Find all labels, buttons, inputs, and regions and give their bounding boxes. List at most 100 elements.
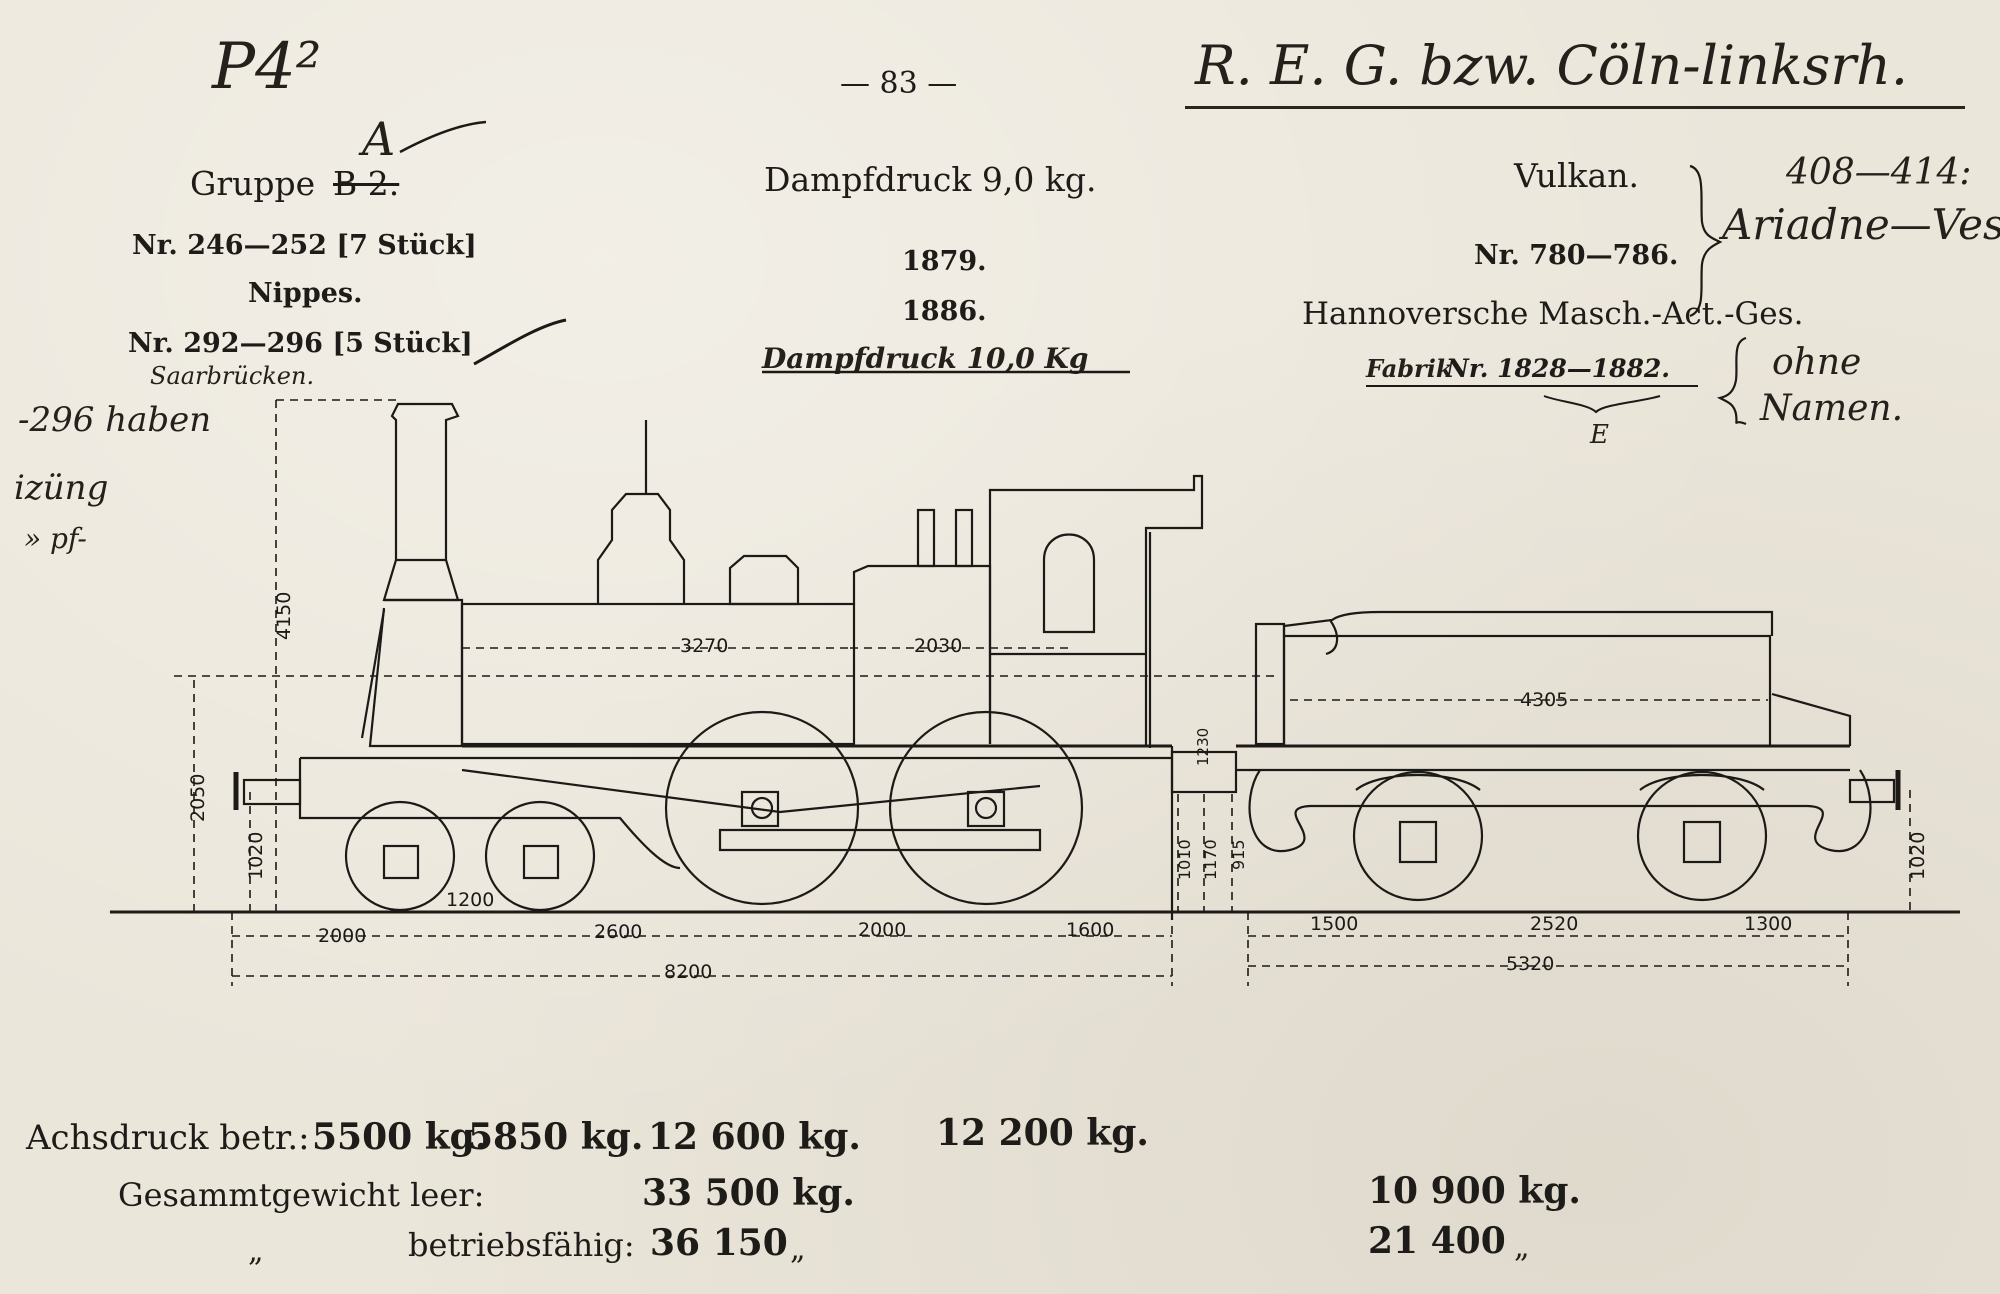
achsdruck-label: Achsdruck betr.: xyxy=(26,1118,310,1158)
rear-buffer xyxy=(1848,778,1896,804)
dim-boiler-len: 3270 xyxy=(680,635,728,657)
steam-pressure: Dampfdruck 9,0 kg. xyxy=(764,160,1097,199)
betrieb-loco: 36 150 xyxy=(650,1222,788,1264)
dim-rear-overhang: 1600 xyxy=(1066,919,1114,941)
tender-frame-scroll xyxy=(1248,769,1872,853)
tender-spring-rear xyxy=(1639,773,1765,791)
safety-valve-1 xyxy=(916,508,936,568)
margin-note-3: » pf- xyxy=(24,522,87,555)
fabrik-numbers: Nr. 1828—1882. xyxy=(1446,354,1670,383)
boiler xyxy=(460,602,856,746)
dim-firebox-len: 2030 xyxy=(914,635,962,657)
railway-note: R. E. G. bzw. Cöln-linksrh. xyxy=(1195,34,1909,97)
dim-height-total: 4150 xyxy=(273,592,295,640)
fabrik-prefix: Fabrik xyxy=(1366,354,1453,383)
ditto-3: „ xyxy=(1514,1230,1530,1265)
note-names: Ariadne—Vest xyxy=(1722,200,2000,249)
name-nippes: Nippes. xyxy=(248,278,363,309)
leer-label: Gesammtgewicht leer: xyxy=(118,1176,485,1214)
hub-2 xyxy=(974,796,998,820)
hub-1 xyxy=(750,796,774,820)
sand-dome xyxy=(728,554,800,606)
front-buffer xyxy=(242,778,302,806)
ditto-1: „ xyxy=(248,1234,264,1269)
tender-toolbox xyxy=(1254,622,1286,746)
axlebox-2 xyxy=(966,790,1006,828)
frame-front xyxy=(298,758,681,870)
brace-right-bottom xyxy=(1716,336,1747,426)
achsdruck-3: 12 600 kg. xyxy=(648,1116,861,1158)
dim-wheel-base-2: 2000 xyxy=(858,919,906,941)
vulkan-numbers: Nr. 780—786. xyxy=(1474,240,1679,271)
leer-loco: 33 500 kg. xyxy=(642,1172,855,1214)
numbers-nippes: Nr. 246—252 [7 Stück] xyxy=(132,230,477,261)
note-ohne: ohne xyxy=(1772,342,1862,383)
year-1886: 1886. xyxy=(902,296,987,327)
dim-buffer-height: 2050 xyxy=(187,774,209,822)
builder-name: Hannoversche Masch.-Act.-Ges. xyxy=(1302,296,1804,332)
cab xyxy=(988,474,1204,746)
tender-coping xyxy=(1282,610,1774,636)
dim-frame-2: 1010 xyxy=(1175,839,1194,880)
driving-wheel-1 xyxy=(664,710,860,906)
tender-wheel-rear xyxy=(1636,770,1768,902)
dim-tender-total: 5320 xyxy=(1506,953,1554,975)
steam-dome xyxy=(596,492,686,604)
smokebox xyxy=(368,598,464,748)
margin-note-1: -296 haben xyxy=(18,400,212,440)
coupling-rod xyxy=(718,828,1042,852)
note-small-e: E xyxy=(1590,420,1609,450)
year-1879: 1879. xyxy=(902,246,987,277)
railway-note-underline xyxy=(1185,106,1965,109)
connecting-rod xyxy=(461,768,1041,814)
tender-handle xyxy=(1325,619,1339,656)
dim-loco-total: 8200 xyxy=(664,961,712,983)
gruppe-label: Gruppe xyxy=(190,164,316,203)
betrieb-tender: 21 400 xyxy=(1368,1220,1506,1262)
handwritten-pressure: Dampfdruck 10,0 Kg xyxy=(762,342,1089,375)
betrieb-label: betriebsfähig: xyxy=(408,1226,635,1264)
vulkan-name: Vulkan. xyxy=(1514,156,1639,195)
tender-rear-plate xyxy=(1771,692,1852,746)
tender-spring-front xyxy=(1355,773,1481,791)
dim-tender-2: 2520 xyxy=(1530,913,1578,935)
dim-tender-buffer: 1020 xyxy=(1907,832,1929,880)
bogie-axlebox-front xyxy=(382,844,420,880)
dim-frame-4: 915 xyxy=(1229,839,1248,870)
dim-frame-1: 1230 xyxy=(1194,728,1212,766)
page-number: — 83 — xyxy=(840,66,958,101)
dim-buffer-low: 1020 xyxy=(245,832,267,880)
driving-wheel-2 xyxy=(888,710,1084,906)
dim-tender-1: 1500 xyxy=(1310,913,1358,935)
numbers-second: Nr. 292—296 [5 Stück] xyxy=(128,328,473,359)
note-namen: Namen. xyxy=(1760,388,1904,429)
dim-wheel-base-1: 2600 xyxy=(594,921,642,943)
tender-wheel-front xyxy=(1352,770,1484,902)
flourish-left xyxy=(473,318,567,366)
bogie-axlebox-rear xyxy=(522,844,560,880)
flourish-fabrik xyxy=(1543,395,1661,414)
drawbar xyxy=(1170,750,1238,794)
note-numbers: 408—414: xyxy=(1786,152,1972,193)
bogie-wheel-front xyxy=(344,800,456,912)
brace-right-top xyxy=(1689,164,1723,318)
dim-front-overhang: 2000 xyxy=(318,925,366,947)
flourish-gruppe xyxy=(399,120,487,154)
tender-axlebox-rear xyxy=(1682,820,1722,864)
class-mark: P4² xyxy=(212,30,322,104)
achsdruck-2: 5850 kg. xyxy=(468,1116,644,1158)
gruppe-new: A xyxy=(362,112,396,166)
ditto-2: „ xyxy=(790,1232,806,1267)
axlebox-1 xyxy=(740,790,780,828)
leer-tender: 10 900 kg. xyxy=(1368,1170,1581,1212)
bogie-wheel-rear xyxy=(484,800,596,912)
tender-axlebox-front xyxy=(1398,820,1438,864)
dim-bogie-base: 1200 xyxy=(446,889,494,911)
dim-tender-3: 1300 xyxy=(1744,913,1792,935)
dim-frame-3: 1170 xyxy=(1201,839,1220,880)
dim-tender-tank: 4305 xyxy=(1520,689,1568,711)
chimney xyxy=(382,402,460,602)
achsdruck-4: 12 200 kg. xyxy=(936,1112,1149,1154)
